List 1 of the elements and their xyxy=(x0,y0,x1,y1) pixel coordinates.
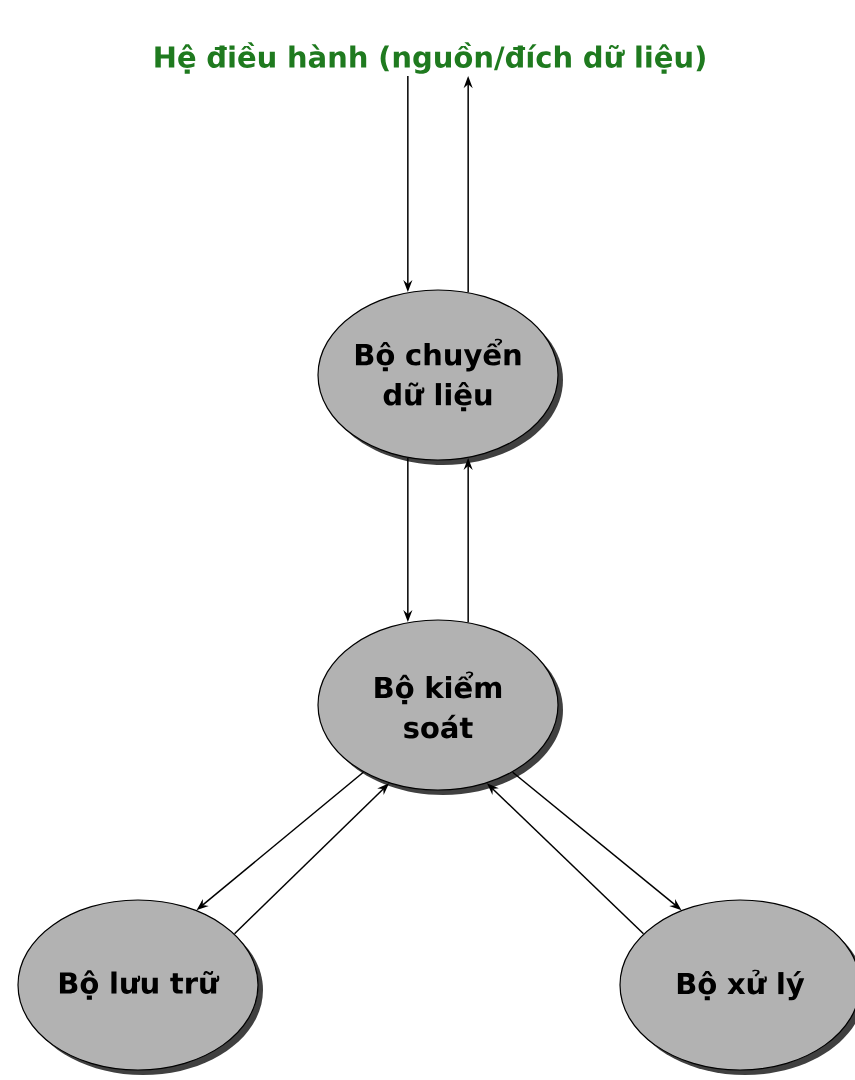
heading-text: Hệ điều hành (nguồn/đích dữ liệu) xyxy=(155,42,705,74)
